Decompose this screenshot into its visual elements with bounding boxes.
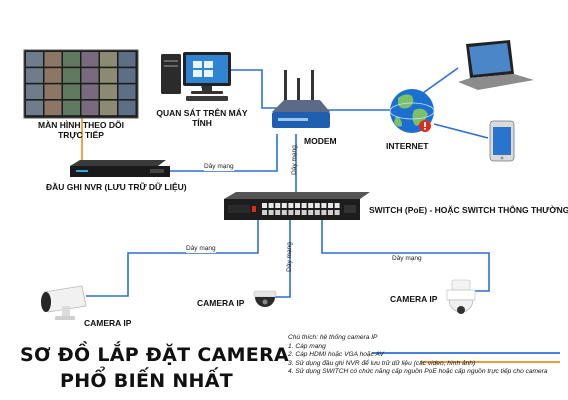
switch-port	[288, 203, 294, 208]
switch-port	[308, 203, 314, 208]
switch-port	[281, 210, 287, 215]
monitor-tile	[63, 68, 80, 83]
ptz-camera-icon	[446, 279, 476, 314]
headline-line-2: PHỔ BIẾN NHẤT	[60, 370, 234, 392]
label-internet: INTERNET	[386, 141, 429, 151]
cable-label-cam-mid: Dây mạng	[285, 242, 293, 272]
nvr-recorder-icon	[70, 160, 170, 177]
monitor-tile	[100, 52, 117, 67]
smartphone-icon	[489, 120, 515, 162]
legend-item-network: 1. Cáp mạng	[288, 342, 326, 350]
cable-switch-cam-mid	[274, 220, 291, 298]
monitor-tile	[26, 52, 43, 67]
monitor-tile	[44, 84, 62, 99]
monitor-tile	[81, 68, 99, 83]
monitor-tile	[26, 84, 43, 99]
label-nvr: ĐẦU GHI NVR (LƯU TRỮ DỮ LIỆU)	[46, 182, 187, 192]
cable-label-nvr-modem: Dây mạng	[204, 163, 234, 171]
monitor-tile	[44, 68, 62, 83]
desktop-pc-icon	[161, 52, 231, 101]
switch-port	[334, 210, 340, 215]
monitor-tile	[63, 52, 80, 67]
cable-internet-phone	[433, 123, 489, 139]
monitor-tile	[63, 84, 80, 99]
switch-port	[334, 203, 340, 208]
bullet-camera-icon	[41, 285, 87, 320]
label-switch: SWITCH (PoE) - HOẶC SWITCH THÔNG THƯỜNG	[369, 205, 568, 215]
label-camera-left: CAMERA IP	[84, 318, 132, 328]
legend: Chú thích: hệ thống camera IP 1. Cáp mạn…	[288, 334, 566, 377]
label-camera-mid: CAMERA IP	[197, 298, 245, 308]
cable-switch-cam-right	[321, 220, 490, 292]
switch-port	[314, 210, 320, 215]
switch-port	[275, 203, 281, 208]
switch-port	[328, 203, 333, 208]
monitor-tile	[44, 52, 62, 67]
cable-label-modem-switch: Dây mạng	[290, 145, 298, 175]
monitor-tile	[81, 100, 99, 116]
switch-port	[301, 203, 307, 208]
legend-item-switch: 4. Sử dụng SWITCH có chức năng cấp nguồn…	[288, 368, 548, 376]
monitor-tile	[63, 100, 80, 116]
cable-label-cam-left: Dây mạng	[186, 245, 216, 253]
monitor-tile	[26, 68, 43, 83]
monitor-wall-icon	[23, 49, 139, 119]
switch-port	[301, 210, 307, 215]
dome-camera-icon	[253, 290, 277, 307]
switch-port	[288, 210, 294, 215]
monitor-tile	[118, 84, 136, 99]
switch-port	[295, 210, 300, 215]
label-modem: MODEM	[304, 136, 337, 146]
switch-port	[262, 203, 267, 208]
headline-line-1: SƠ ĐỒ LẮP ĐẶT CAMERA	[20, 344, 290, 366]
legend-item-nvr: 3. Sử dụng đầu ghi NVR để lưu trữ dữ liệ…	[288, 359, 476, 367]
poe-switch-icon	[224, 192, 370, 220]
legend-item-video: 2. Cáp HDMI hoặc VGA hoặc AV	[288, 351, 384, 359]
cable-switch-cam-left	[86, 220, 259, 297]
monitor-tile	[100, 84, 117, 99]
monitor-tile	[100, 100, 117, 116]
globe-icon	[389, 89, 435, 133]
monitor-tile	[118, 52, 136, 67]
switch-port	[262, 210, 267, 215]
switch-port	[321, 210, 327, 215]
legend-title: Chú thích: hệ thống camera IP	[288, 334, 378, 341]
switch-port	[308, 210, 314, 215]
switch-port	[268, 210, 274, 215]
switch-port	[268, 203, 274, 208]
label-camera-right: CAMERA IP	[390, 294, 438, 304]
cable-label-cam-right: Dây mạng	[392, 255, 422, 263]
switch-port	[328, 210, 333, 215]
monitor-tile	[81, 52, 99, 67]
monitor-tile	[81, 84, 99, 99]
switch-port	[314, 203, 320, 208]
monitor-tile	[118, 68, 136, 83]
monitor-tile	[118, 100, 136, 116]
laptop-icon	[458, 40, 534, 90]
switch-port	[281, 203, 287, 208]
cable-nvr-modem	[170, 134, 278, 172]
switch-port	[295, 203, 300, 208]
router-icon	[272, 70, 330, 128]
monitor-tile	[100, 68, 117, 83]
monitor-tile	[44, 100, 62, 116]
switch-port	[275, 210, 281, 215]
monitor-tile	[26, 100, 43, 116]
switch-port	[321, 203, 327, 208]
